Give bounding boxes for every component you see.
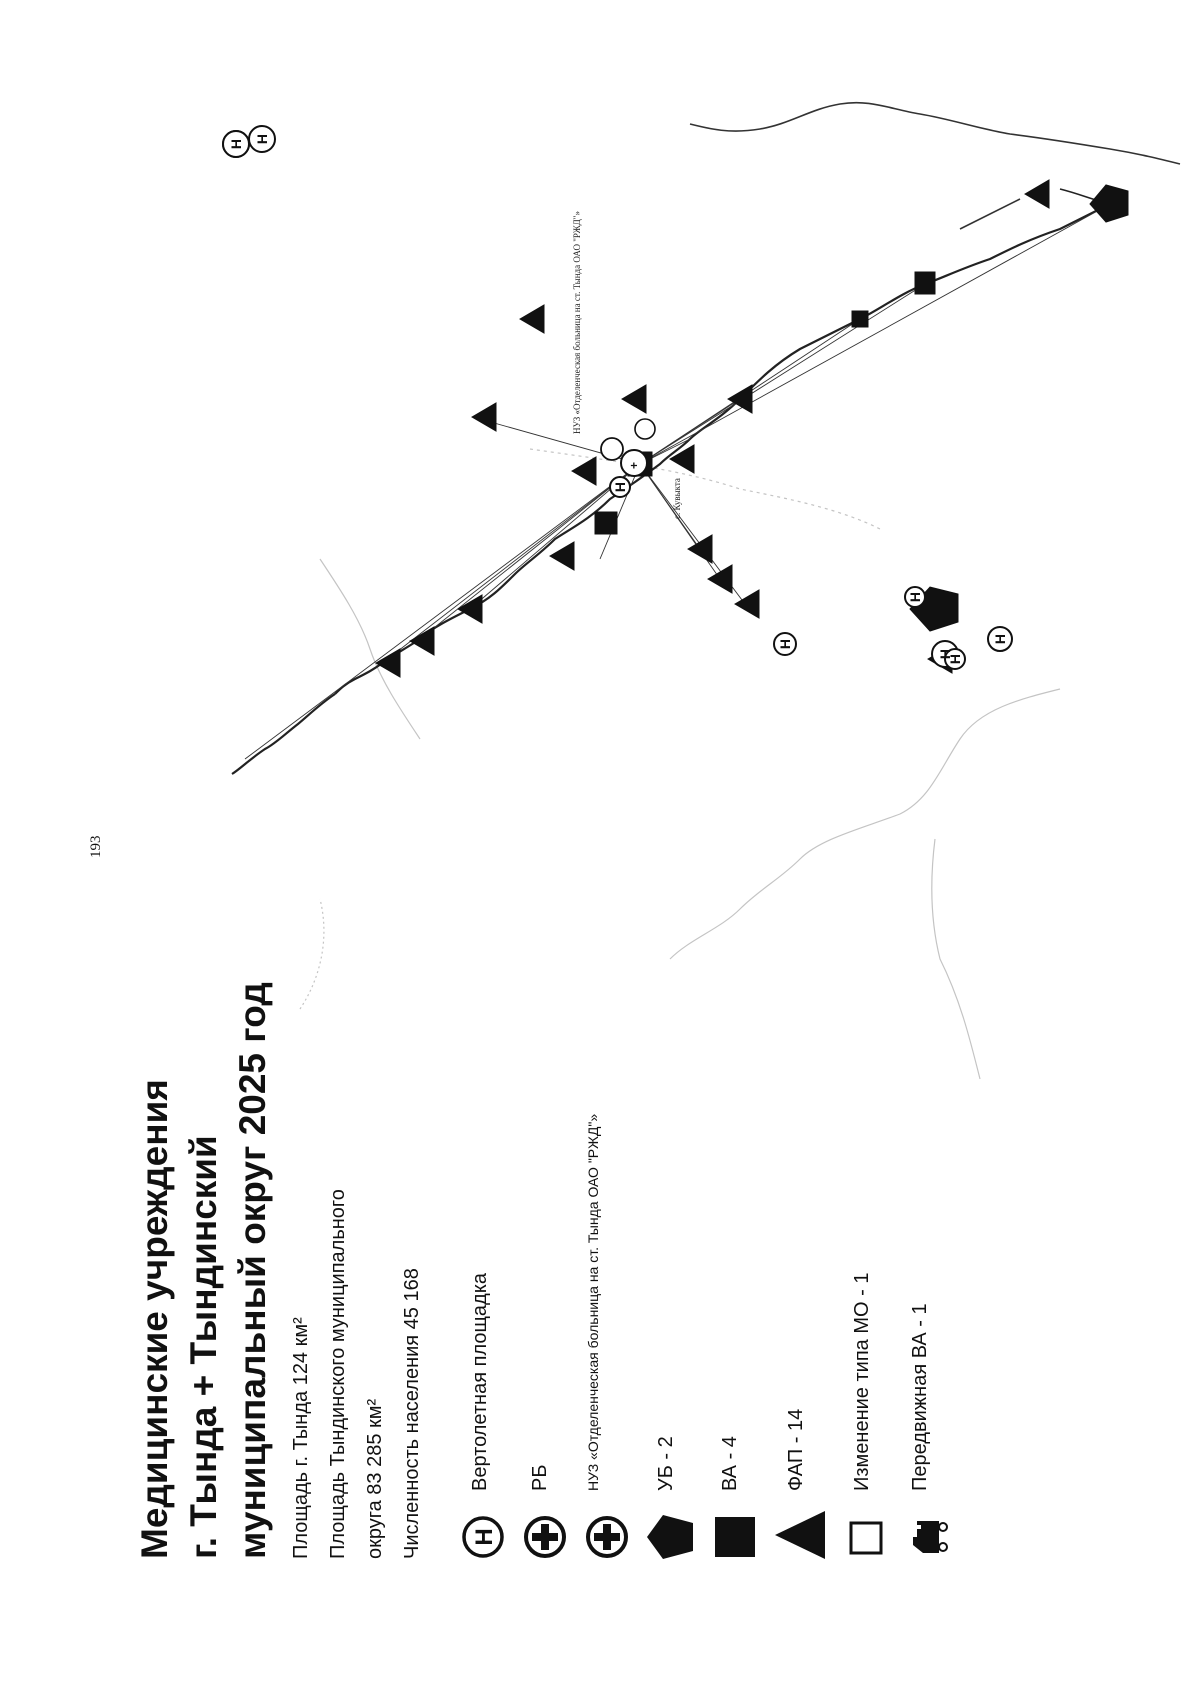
fap-marker bbox=[471, 402, 497, 432]
legend-item-mobile-clinic: Передвижная ВА - 1 bbox=[895, 959, 955, 1559]
info-line: Площадь Тындинского муниципального bbox=[327, 1189, 349, 1559]
legend-label: ФАП - 14 bbox=[785, 1408, 807, 1491]
helipad-icon: H bbox=[462, 1516, 504, 1558]
ub-marker bbox=[1089, 184, 1129, 223]
fap-marker bbox=[669, 444, 695, 474]
square-icon bbox=[715, 1517, 755, 1557]
fap-marker bbox=[734, 589, 760, 619]
svg-text:H: H bbox=[471, 1528, 498, 1545]
facility-markers bbox=[375, 179, 1129, 678]
svg-text:H: H bbox=[947, 654, 963, 664]
va-marker bbox=[851, 310, 869, 328]
svg-text:H: H bbox=[612, 482, 628, 492]
legend-item-va: ВА - 4 bbox=[705, 959, 765, 1559]
va-marker bbox=[914, 271, 936, 295]
legend-item-railway-hospital: НУЗ «Отделенческая больница на ст. Тында… bbox=[577, 959, 637, 1559]
svg-text:+: + bbox=[627, 462, 641, 469]
legend-label: Вертолетная площадка bbox=[469, 1272, 491, 1491]
helipad-markers bbox=[222, 125, 1013, 670]
right-border-line bbox=[689, 101, 1181, 230]
fap-marker bbox=[1024, 179, 1050, 209]
legend-label: Передвижная ВА - 1 bbox=[909, 1303, 931, 1491]
va-marker bbox=[594, 511, 618, 535]
faint-boundaries bbox=[299, 448, 1061, 1080]
legend-label: УБ - 2 bbox=[655, 1436, 677, 1491]
legend-label: ВА - 4 bbox=[719, 1436, 741, 1491]
empty-square-icon bbox=[849, 1521, 883, 1555]
pentagon-icon bbox=[647, 1515, 693, 1559]
legend-label: РБ bbox=[529, 1464, 551, 1491]
title-line: муниципальный округ 2025 год bbox=[232, 982, 273, 1559]
svg-text:НУЗ «Отделенческая больница на: НУЗ «Отделенческая больница на ст. Тында… bbox=[572, 211, 582, 434]
svg-text:H: H bbox=[992, 634, 1008, 644]
fap-marker bbox=[375, 648, 401, 678]
legend-item-fap: ФАП - 14 bbox=[771, 959, 831, 1559]
helipad-letters: H H H H H H H H bbox=[228, 134, 1008, 664]
svg-text:H: H bbox=[937, 649, 953, 659]
legend-label: Изменение типа МО - 1 bbox=[851, 1272, 873, 1491]
area-population-info: Площадь г. Тында 124 км² Площадь Тындинс… bbox=[283, 939, 431, 1559]
svg-text:H: H bbox=[228, 139, 244, 149]
map-text-labels: с. Кувыкта НУЗ «Отделенческая больница н… bbox=[572, 211, 682, 519]
fap-marker bbox=[621, 384, 647, 414]
fap-marker bbox=[549, 541, 575, 571]
svg-text:H: H bbox=[907, 592, 923, 602]
fap-marker bbox=[727, 384, 753, 414]
info-line: округа 83 285 км² bbox=[364, 1398, 386, 1559]
map-title: Медицинские учреждения г. Тында + Тындин… bbox=[130, 839, 277, 1559]
fap-marker bbox=[519, 304, 545, 334]
hub-cluster: + bbox=[600, 418, 656, 477]
title-line: Медицинские учреждения bbox=[134, 1079, 175, 1559]
fap-marker bbox=[571, 456, 597, 486]
info-line: Численность населения 45 168 bbox=[401, 1268, 423, 1559]
fap-marker bbox=[409, 626, 435, 656]
fap-marker bbox=[707, 564, 733, 594]
cross-circle-icon bbox=[586, 1516, 628, 1558]
svg-text:с. Кувыкта: с. Кувыкта bbox=[672, 478, 682, 519]
svg-text:H: H bbox=[777, 639, 793, 649]
triangle-icon bbox=[775, 1511, 825, 1559]
legend-label: НУЗ «Отделенческая больница на ст. Тында… bbox=[585, 1113, 601, 1491]
info-line: Площадь г. Тында 124 км² bbox=[290, 1317, 312, 1559]
mobile-clinic-icon bbox=[909, 1521, 948, 1553]
legend-item-type-change: Изменение типа МО - 1 bbox=[837, 959, 897, 1559]
cross-circle-icon bbox=[524, 1516, 566, 1558]
legend-item-helipad: H Вертолетная площадка bbox=[455, 959, 515, 1559]
fap-marker bbox=[457, 594, 483, 624]
title-line: г. Тында + Тындинский bbox=[183, 1135, 224, 1559]
fap-marker bbox=[687, 534, 713, 564]
svg-text:H: H bbox=[254, 134, 270, 144]
legend-item-rb: РБ bbox=[515, 959, 575, 1559]
legend-item-ub: УБ - 2 bbox=[641, 959, 701, 1559]
